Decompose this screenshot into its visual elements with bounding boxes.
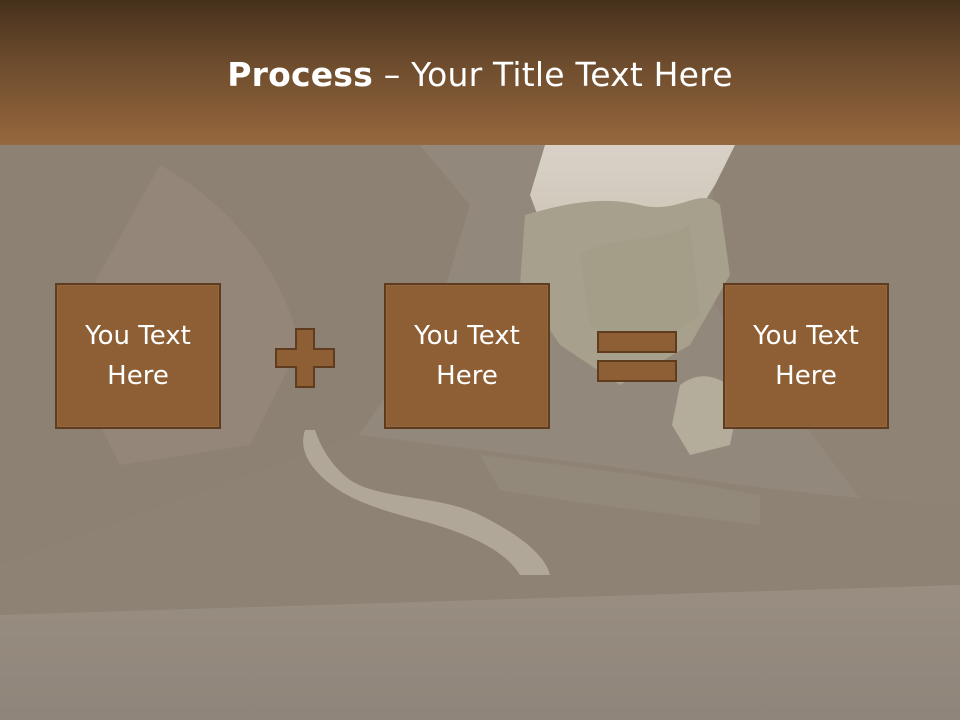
process-box-1-text: You Text Here (85, 321, 191, 391)
process-box-1[interactable]: You Text Here (55, 283, 221, 429)
process-box-3[interactable]: You Text Here (723, 283, 889, 429)
process-box-3-text: You Text Here (753, 321, 859, 391)
process-box-2[interactable]: You Text Here (384, 283, 550, 429)
slide-title: Process – Your Title Text Here (0, 50, 960, 100)
title-bold: Process (227, 55, 373, 94)
title-bar: Process – Your Title Text Here (0, 0, 960, 145)
title-rest: Your Title Text Here (411, 55, 733, 94)
equals-icon (597, 331, 677, 382)
plus-icon (275, 328, 335, 388)
background-cave-photo (0, 145, 960, 720)
title-separator: – (373, 55, 412, 94)
process-box-2-text: You Text Here (414, 321, 520, 391)
